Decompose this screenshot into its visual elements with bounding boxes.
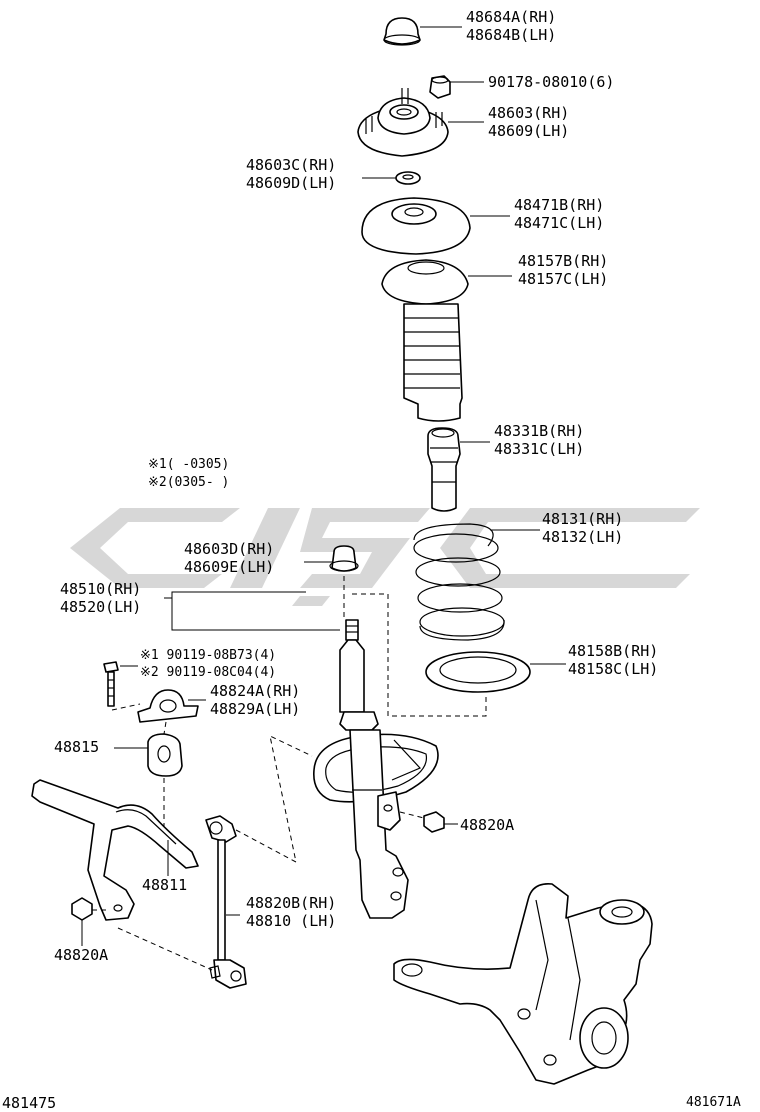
bump-stopper [427, 427, 461, 512]
watermark-logo [70, 508, 700, 606]
label-support-rh: 48603(RH) [488, 104, 569, 122]
label-insulator-lh: 48158C(LH) [568, 660, 658, 678]
label-coil-spring-rh: 48131(RH) [542, 510, 623, 528]
label-strut-nut-lh: 48609E(LH) [184, 558, 274, 576]
flange-nut [429, 75, 451, 99]
label-bump-stop-lh: 48331C(LH) [494, 440, 584, 458]
footer-right-code: 481671A [686, 1095, 741, 1110]
note-1: ※1( -0305) [148, 457, 229, 472]
stabilizer-bushing [147, 733, 183, 777]
shock-absorber-strut [313, 619, 439, 919]
bearing-washer [395, 171, 421, 185]
label-strut-lh: 48520(LH) [60, 598, 141, 616]
spring-bumper-boot [381, 259, 469, 422]
dust-cap [383, 17, 421, 46]
label-bump-stop-rh: 48331B(RH) [494, 422, 584, 440]
coil-spring [413, 523, 505, 641]
strut-lower-nut [423, 811, 445, 833]
stabilizer-nut [71, 897, 93, 921]
stabilizer-link [205, 815, 247, 989]
footer-left-code: 481475 [2, 1094, 56, 1112]
stabilizer-bar [31, 779, 199, 921]
stabilizer-bracket [137, 689, 199, 723]
bracket-bolt [103, 661, 119, 707]
label-strut-lower-nut: 48820A [460, 816, 514, 834]
label-stabilizer-nut: 48820A [54, 946, 108, 964]
label-bolt-1: ※1 90119-08B73(4) [140, 648, 276, 663]
upper-spring-seat [361, 197, 471, 255]
steering-knuckle [393, 883, 653, 1085]
label-coil-spring-lh: 48132(LH) [542, 528, 623, 546]
label-bracket-rh: 48824A(RH) [210, 682, 300, 700]
label-washer-lh: 48609D(LH) [246, 174, 336, 192]
label-upper-seat-lh: 48471C(LH) [514, 214, 604, 232]
label-bolt-2: ※2 90119-08C04(4) [140, 665, 276, 680]
label-dust-cap-lh: 48684B(LH) [466, 26, 556, 44]
label-strut-nut-rh: 48603D(RH) [184, 540, 274, 558]
label-bushing: 48815 [54, 738, 99, 756]
label-upper-seat-rh: 48471B(RH) [514, 196, 604, 214]
label-strut-rh: 48510(RH) [60, 580, 141, 598]
label-stabilizer-bar: 48811 [142, 876, 187, 894]
strut-nut [329, 545, 359, 572]
label-link-rh: 48820B(RH) [246, 894, 336, 912]
label-link-lh: 48810 (LH) [246, 912, 336, 930]
lower-spring-insulator [425, 651, 531, 693]
label-bracket-lh: 48829A(LH) [210, 700, 300, 718]
label-support-lh: 48609(LH) [488, 122, 569, 140]
suspension-support [357, 88, 449, 157]
label-flange-nut: 90178-08010(6) [488, 73, 614, 91]
label-washer-rh: 48603C(RH) [246, 156, 336, 174]
label-boot-rh: 48157B(RH) [518, 252, 608, 270]
label-dust-cap-rh: 48684A(RH) [466, 8, 556, 26]
label-insulator-rh: 48158B(RH) [568, 642, 658, 660]
note-2: ※2(0305- ) [148, 475, 229, 490]
label-boot-lh: 48157C(LH) [518, 270, 608, 288]
